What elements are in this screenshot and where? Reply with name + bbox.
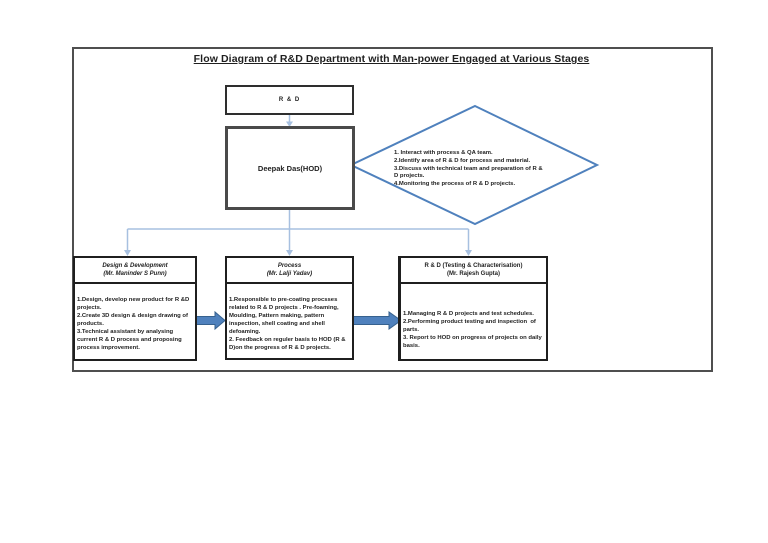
column-rd-testing-body: 1.Managing R & D projects and test sched… [403, 311, 542, 350]
arrowhead-to-process-icon [286, 250, 293, 256]
block-arrow-design-to-process-icon [195, 310, 226, 331]
column-rd-testing-header: R & D (Testing & Characterisation) (Mr. … [401, 258, 546, 284]
column-design-development: Design & Development (Mr. Maninder S Pun… [73, 256, 197, 361]
column-process-body: 1.Responsible to pre-coating procsses re… [229, 297, 346, 352]
rd-department-box: R & D [225, 85, 354, 115]
arrowhead-rd-to-hod-icon [286, 121, 293, 127]
hod-duties-diamond-shape [348, 104, 600, 226]
diagram-title: Flow Diagram of R&D Department with Man-… [193, 53, 590, 65]
hod-name-label: Deepak Das(HOD) [257, 163, 323, 173]
column-rd-testing-title: R & D (Testing & Characterisation) [424, 262, 523, 269]
arrowhead-to-design-icon [124, 250, 131, 256]
column-rd-testing: R & D (Testing & Characterisation) (Mr. … [398, 256, 548, 361]
column-design-header: Design & Development (Mr. Maninder S Pun… [75, 258, 195, 284]
block-arrow-process-to-testing-icon [352, 311, 402, 330]
column-design-subtitle: (Mr. Maninder S Punn) [103, 271, 167, 277]
column-process-header: Process (Mr. Lalji Yadav) [227, 258, 352, 284]
hod-duties-list: 1. Interact with process & QA team. 2.Id… [394, 150, 543, 188]
column-process-title: Process [277, 262, 302, 269]
hod-box: Deepak Das(HOD) [225, 126, 355, 210]
column-process: Process (Mr. Lalji Yadav) 1.Responsible … [225, 256, 354, 360]
column-design-body: 1.Design, develop new product for R &D p… [77, 297, 190, 352]
connector-hod-tree [126, 207, 470, 251]
arrowhead-to-testing-icon [465, 250, 472, 256]
column-process-subtitle: (Mr. Lalji Yadav) [266, 271, 313, 277]
column-design-title: Design & Development [102, 262, 168, 269]
column-rd-testing-subtitle: (Mr. Rajesh Gupta) [446, 271, 500, 277]
rd-department-label: R & D [278, 97, 301, 103]
